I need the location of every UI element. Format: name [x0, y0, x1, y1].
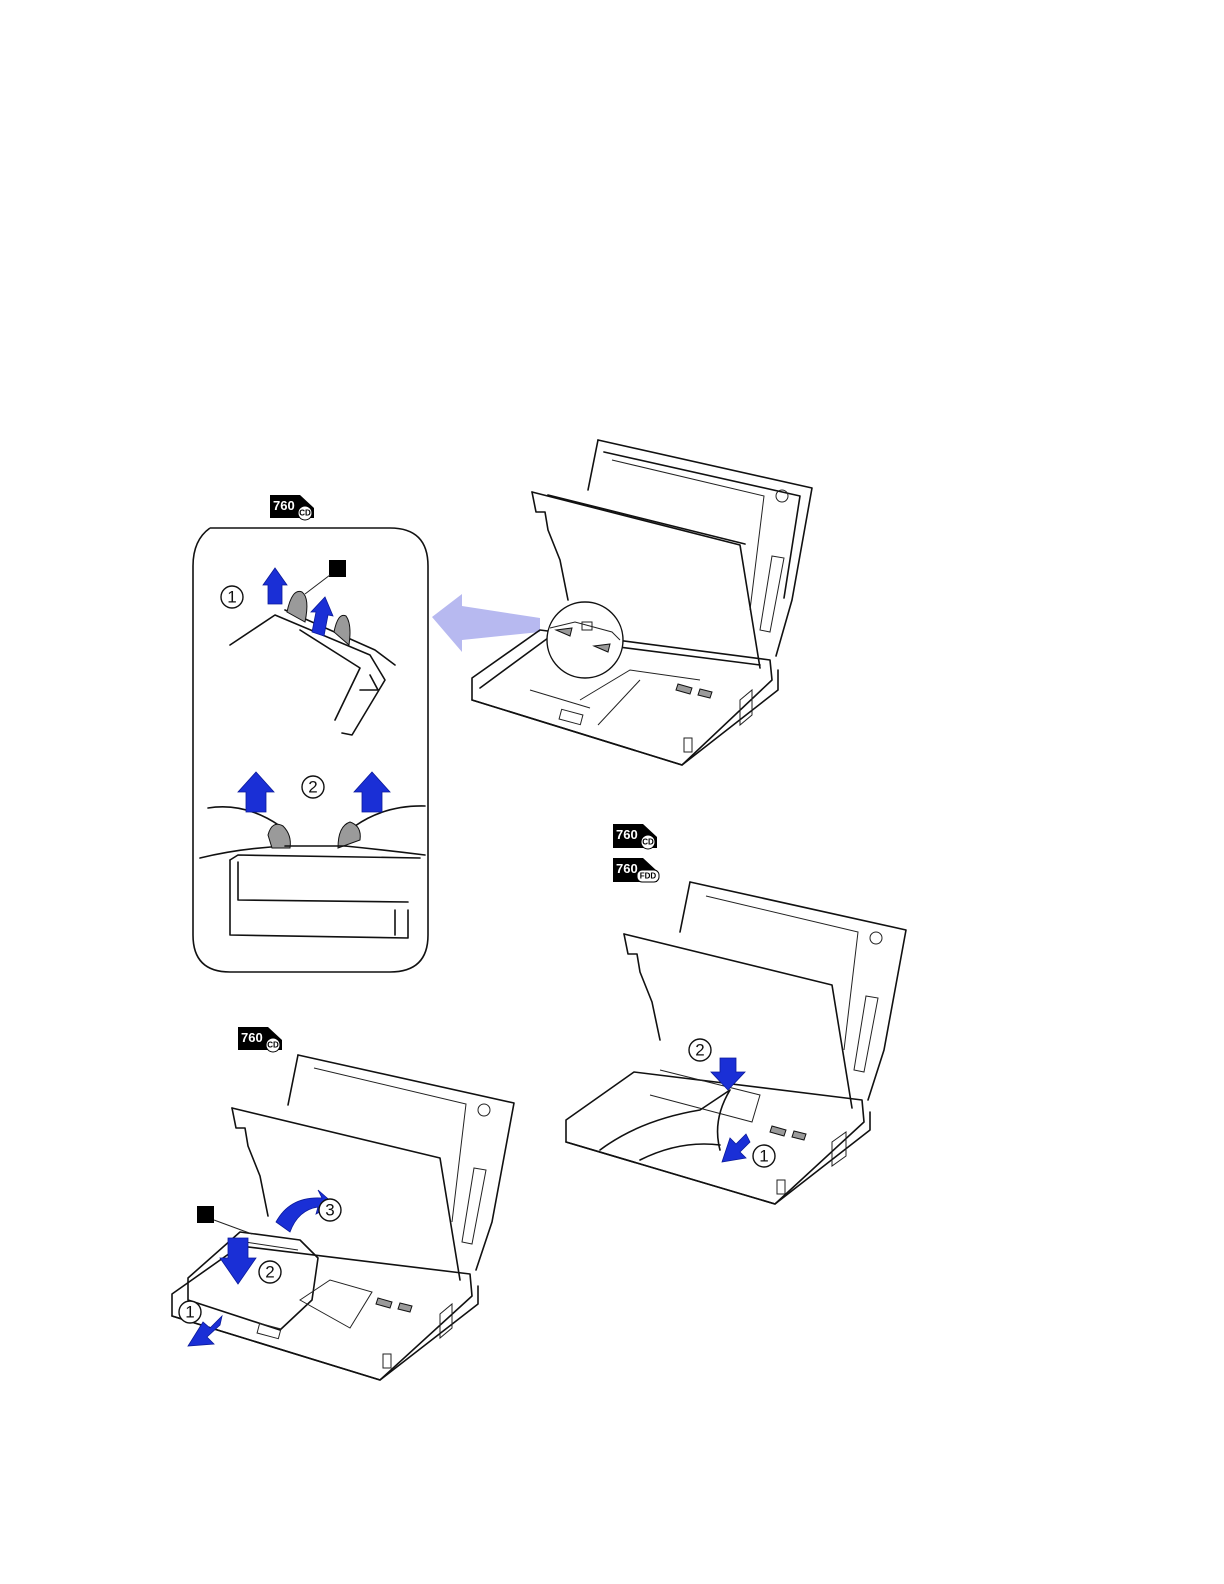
badge-model-label: 760 — [273, 498, 295, 513]
svg-text:760: 760 — [616, 827, 638, 842]
svg-text:1: 1 — [227, 588, 236, 607]
svg-text:1: 1 — [759, 1147, 768, 1166]
svg-text:1: 1 — [185, 1303, 194, 1322]
svg-text:CD: CD — [642, 838, 654, 847]
detail-inset-panel: 1 2 — [193, 528, 428, 972]
svg-text:CD: CD — [267, 1041, 279, 1050]
svg-text:3: 3 — [325, 1201, 334, 1220]
svg-text:760: 760 — [616, 861, 638, 876]
magnifier-circle — [547, 602, 623, 678]
svg-text:FDD: FDD — [640, 872, 657, 881]
model-badge-760-cd-bottom: 760 CD — [238, 1027, 282, 1052]
step-3-bottom: 3 — [319, 1199, 341, 1221]
step-2-inset: 2 — [302, 776, 324, 798]
step-2-right: 2 — [689, 1039, 711, 1061]
model-badge-760-fdd-right: 760 FDD — [613, 858, 659, 882]
step-1-right: 1 — [753, 1145, 775, 1167]
svg-text:760: 760 — [241, 1030, 263, 1045]
badge-drive-label: CD — [299, 509, 311, 518]
insert-arrow-diag — [722, 1134, 750, 1162]
step-2-bottom: 2 — [259, 1261, 281, 1283]
laptop-top-right — [472, 440, 812, 765]
step-1-inset: 1 — [221, 586, 243, 608]
model-badge-760-cd-right: 760 CD — [613, 824, 657, 849]
svg-text:2: 2 — [265, 1263, 274, 1282]
callout-square — [329, 560, 346, 577]
callout-pointer-arrow — [432, 594, 540, 652]
step-1-bottom: 1 — [179, 1301, 201, 1323]
svg-text:2: 2 — [308, 778, 317, 797]
svg-text:2: 2 — [695, 1041, 704, 1060]
laptop-bottom-left — [172, 1055, 514, 1380]
callout-square-bottom — [197, 1206, 214, 1223]
model-badge-760-cd-inset: 760 CD — [270, 495, 314, 520]
